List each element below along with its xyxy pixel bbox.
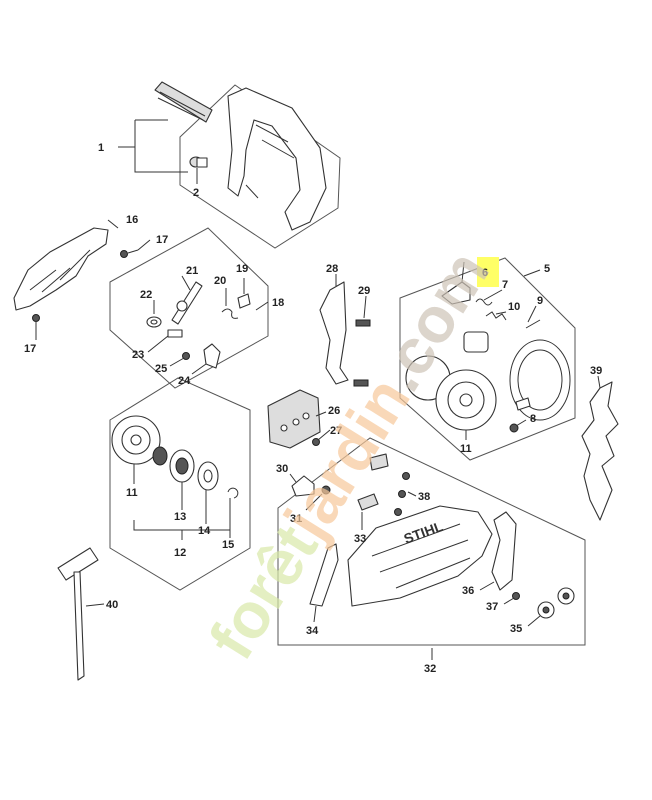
label-24: 24: [178, 375, 191, 387]
part-27-screw: [312, 438, 320, 446]
part-25-screw: [182, 352, 190, 360]
group-box-18: [109, 227, 269, 389]
label-17-b: 17: [24, 343, 36, 355]
label-33: 33: [354, 533, 366, 545]
part-30-bracket: [291, 475, 315, 497]
label-16: 16: [126, 214, 138, 226]
part-24-lever: [203, 343, 221, 369]
label-15: 15: [222, 539, 234, 551]
label-5: 5: [544, 263, 550, 275]
part-2-rivet: [189, 156, 208, 168]
label-37: 37: [486, 601, 498, 613]
label-26: 26: [328, 405, 340, 417]
part-36-handle: [491, 511, 517, 591]
part-15-clip: [227, 487, 239, 499]
part-11-pulley-b: [405, 355, 497, 431]
label-2: 2: [193, 187, 199, 199]
label-19: 19: [236, 263, 248, 275]
part-21-shaft: [171, 281, 203, 325]
group-box-5: [399, 257, 576, 461]
part-10-spring: [485, 311, 507, 321]
part-16-deflector: [13, 227, 109, 311]
group-box-32: [277, 437, 586, 646]
part-39-bumper-spike: [581, 381, 619, 521]
group-box-1: [179, 84, 341, 249]
label-17-a: 17: [156, 234, 168, 246]
label-14: 14: [198, 525, 211, 537]
part-7-spring: [475, 298, 493, 306]
label-7: 7: [502, 279, 508, 291]
part-20-spring: [221, 308, 239, 319]
part-17-screw-a: [120, 249, 139, 258]
label-28: 28: [326, 263, 338, 275]
part-32-sprocket-cover: STIHL: [347, 505, 493, 607]
label-8: 8: [530, 413, 536, 425]
label-20: 20: [214, 275, 226, 287]
part-35-nuts: [537, 587, 575, 619]
part-33-nut: [357, 453, 389, 511]
label-9: 9: [537, 295, 543, 307]
label-31: 31: [290, 513, 302, 525]
part-29-screw: [353, 319, 371, 387]
part-9-rope-starter: [463, 319, 571, 421]
part-19-clip: [237, 293, 251, 309]
label-27: 27: [330, 425, 342, 437]
label-1: 1: [98, 142, 104, 154]
part-14-washer: [197, 461, 219, 491]
label-13: 13: [174, 511, 186, 523]
label-21: 21: [186, 265, 198, 277]
label-22: 22: [140, 289, 152, 301]
label-35: 35: [510, 623, 522, 635]
label-6: 6: [482, 267, 488, 279]
callout-labels: 1 2 16 17 17 21 19 20 22 18 23 25 24 28 …: [24, 142, 602, 675]
part-chain-brake-handle: [154, 81, 327, 231]
label-11-a: 11: [126, 487, 138, 499]
part-11-clutch-drum: [111, 415, 161, 465]
label-29: 29: [358, 285, 370, 297]
label-32: 32: [424, 663, 436, 675]
label-40: 40: [106, 599, 118, 611]
label-11-b: 11: [460, 443, 472, 455]
label-18: 18: [272, 297, 284, 309]
part-23-pin: [167, 329, 183, 338]
part-34-guard: [309, 543, 339, 607]
part-40-combination-wrench: [57, 547, 99, 681]
label-34: 34: [306, 625, 319, 637]
part-28-plate: [319, 281, 349, 385]
part-17-screw-b: [32, 314, 40, 330]
label-12: 12: [174, 547, 186, 559]
label-38: 38: [418, 491, 430, 503]
callout-lines: [35, 119, 601, 660]
part-37-screw: [512, 592, 520, 600]
label-23: 23: [132, 349, 144, 361]
group-box-12: [109, 377, 251, 591]
part-6-highlight: [477, 257, 499, 287]
part-6-pawl: [441, 281, 471, 305]
label-36: 36: [462, 585, 474, 597]
part-13-bearing: [152, 446, 195, 483]
label-39: 39: [590, 365, 602, 377]
part-22-washer: [146, 316, 162, 328]
label-25: 25: [155, 363, 167, 375]
label-30: 30: [276, 463, 288, 475]
part-31-screw: [321, 485, 331, 495]
label-10: 10: [508, 301, 520, 313]
part-38-screw: [394, 472, 410, 516]
part-26-guide-plate: [267, 389, 321, 449]
